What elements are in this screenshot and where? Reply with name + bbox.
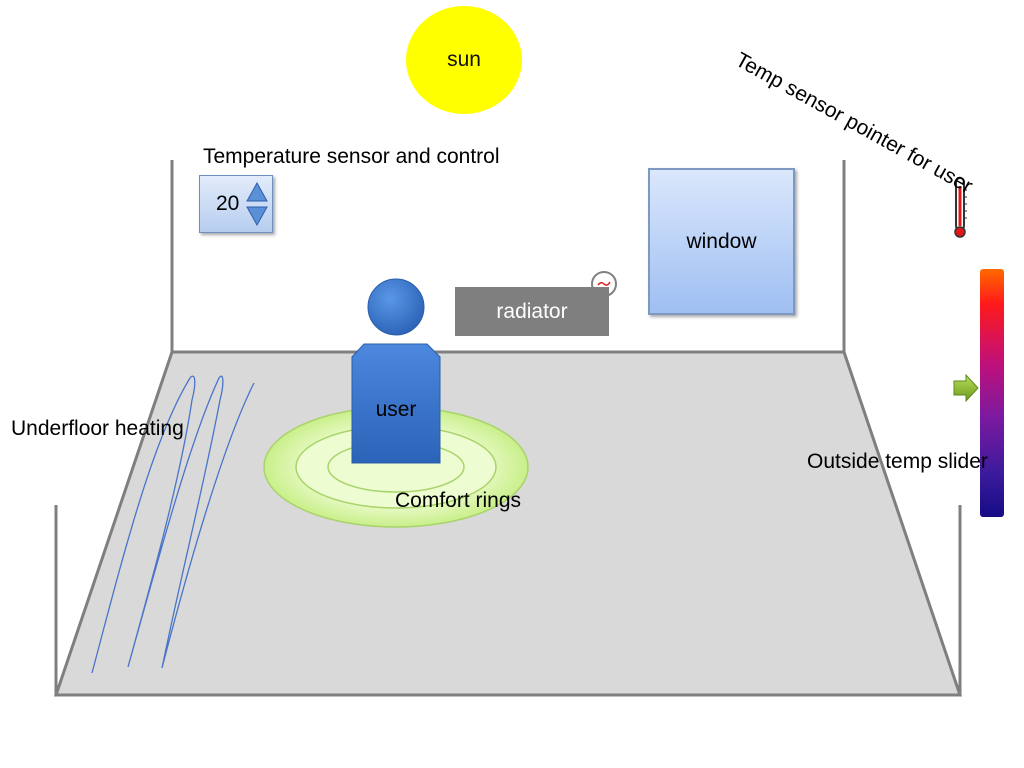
thermostat-stepper (246, 182, 268, 226)
sun-label: sun (447, 48, 481, 71)
outside-temp-slider[interactable] (980, 269, 1004, 517)
user-figure (351, 278, 441, 464)
comfort-rings (263, 406, 529, 528)
radiator-label: radiator (496, 299, 568, 323)
thermostat-value: 20 (216, 192, 240, 215)
comfort-rings-label: Comfort rings (395, 489, 522, 512)
temperature-sensor-control-label: Temperature sensor and control (203, 145, 500, 168)
outside-temp-slider-label: Outside temp slider (807, 450, 988, 473)
radiator: radiator (455, 287, 609, 336)
window: window (648, 168, 795, 315)
user-label: user (375, 398, 417, 421)
temperature-down-icon[interactable] (246, 206, 268, 226)
window-label: window (686, 229, 757, 253)
underfloor-heating-label: Underfloor heating (11, 417, 184, 440)
temperature-up-icon[interactable] (246, 182, 268, 202)
slider-pointer-arrow-icon[interactable] (953, 373, 979, 403)
sun: sun (406, 6, 522, 114)
thermometer-icon (954, 177, 967, 238)
thermostat-control[interactable]: 20 (199, 175, 273, 233)
underfloor-heating-coils (91, 375, 255, 674)
